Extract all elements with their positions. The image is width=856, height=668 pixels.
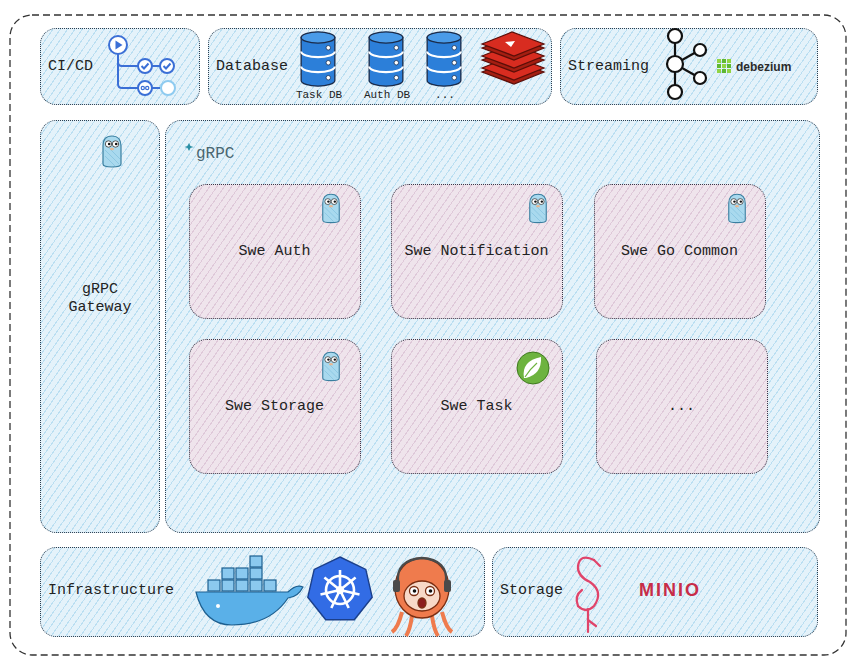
service-box: Swe Go Common bbox=[594, 184, 766, 319]
text-slot: gRPC Gateway bbox=[49, 281, 151, 317]
service-box: Swe Notification bbox=[391, 184, 563, 319]
service-name: Swe Go Common bbox=[601, 243, 758, 261]
panel-title: CI/CD bbox=[48, 58, 148, 76]
text-slot: Swe Task bbox=[398, 398, 555, 416]
panel: CI/CD bbox=[40, 28, 200, 105]
service-name: ... bbox=[603, 398, 760, 416]
panel: gRPC Gateway bbox=[40, 120, 160, 533]
service-name: Swe Auth bbox=[196, 243, 353, 261]
logo-text: MINIO bbox=[639, 580, 759, 602]
service-box: ... bbox=[596, 339, 768, 474]
panel-title: gRPC bbox=[196, 145, 276, 164]
text-slot: ... bbox=[603, 398, 760, 416]
db-label: ... bbox=[416, 89, 474, 102]
text-slot: CI/CD bbox=[48, 58, 148, 76]
db-label: Task DB bbox=[290, 89, 348, 102]
service-box: Swe Storage bbox=[189, 339, 361, 474]
service-box: Swe Task bbox=[391, 339, 563, 474]
text-slot: Infrastructure bbox=[48, 582, 188, 600]
text-slot: Swe Storage bbox=[196, 398, 353, 416]
text-slot: Auth DB bbox=[358, 89, 416, 102]
text-slot: Swe Go Common bbox=[601, 243, 758, 261]
panel-title: gRPC Gateway bbox=[49, 281, 151, 317]
db-label: Auth DB bbox=[358, 89, 416, 102]
text-slot: Swe Auth bbox=[196, 243, 353, 261]
panel-title: Database bbox=[216, 58, 298, 76]
panel: Streaming debezium bbox=[560, 28, 818, 105]
panel-title: Streaming bbox=[568, 58, 660, 76]
text-slot: ... bbox=[416, 89, 474, 102]
text-slot: Storage bbox=[500, 582, 570, 600]
service-name: Swe Task bbox=[398, 398, 555, 416]
text-slot: Streaming bbox=[568, 58, 660, 76]
panel: Storage MINIO bbox=[492, 547, 818, 637]
text-slot: gRPC bbox=[196, 145, 276, 164]
text-slot: Database bbox=[216, 58, 298, 76]
panel-title: Infrastructure bbox=[48, 582, 188, 600]
service-box: Swe Auth bbox=[189, 184, 361, 319]
text-slot: MINIO bbox=[639, 580, 759, 602]
service-name: Swe Notification bbox=[398, 243, 555, 261]
text-slot: Swe Notification bbox=[398, 243, 555, 261]
text-slot: debezium bbox=[736, 60, 812, 74]
panel: DatabaseTask DB Auth DB... bbox=[208, 28, 552, 105]
service-name: Swe Storage bbox=[196, 398, 353, 416]
panel: Infrastructure bbox=[40, 547, 485, 637]
logo-text: debezium bbox=[736, 60, 812, 74]
panel-title: Storage bbox=[500, 582, 570, 600]
panel: gRPC Swe Auth Swe Notification Swe Go Commo… bbox=[165, 120, 820, 533]
text-slot: Task DB bbox=[290, 89, 348, 102]
